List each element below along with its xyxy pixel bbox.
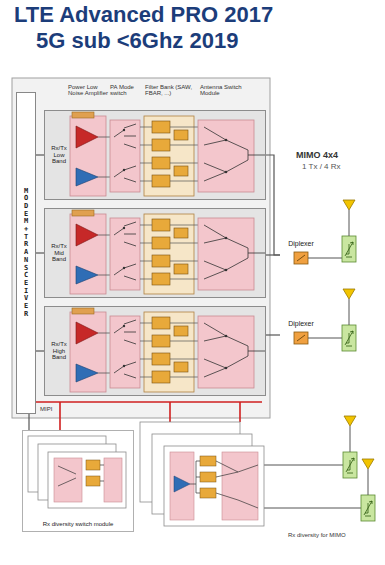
- connector-line: [36, 252, 44, 253]
- connector-line: [266, 254, 280, 255]
- subtitle-heading: 5G sub <6Ghz 2019: [36, 28, 366, 54]
- diversity-label: Rx diversity for MIMO: [288, 532, 378, 538]
- node-label: Rx/Tx Low Band: [48, 145, 70, 166]
- column-header: Antenna Switch Module: [200, 84, 254, 96]
- band-module-drawing: [44, 110, 266, 396]
- band-module: Rx/Tx Mid Band: [44, 208, 266, 298]
- modem-bar: MODEM + TRANSCEIVER: [16, 92, 36, 414]
- node-label: Diplexer: [288, 320, 314, 328]
- diplexer-box: Diplexer: [280, 320, 322, 350]
- column-header: Filter Bank (SAW, FBAR, ...): [145, 84, 195, 96]
- column-header: PA Mode switch: [110, 84, 142, 96]
- antenna-symbol: [343, 200, 374, 495]
- vertical-label: MODEM + TRANSCEIVER: [23, 188, 30, 319]
- connector-line: [36, 154, 44, 155]
- connector-line: [266, 155, 280, 255]
- column-header: Power Low Noise Amplifier: [68, 84, 108, 96]
- antenna-tuner: [342, 236, 375, 521]
- front-end-frame: [12, 78, 270, 418]
- band-module: Rx/Tx Low Band: [44, 110, 266, 200]
- node-label: Rx/Tx Mid Band: [48, 243, 70, 264]
- diplexer-box: Diplexer: [280, 240, 322, 270]
- title-heading: LTE Advanced PRO 2017: [14, 2, 374, 28]
- connector-line: [36, 350, 44, 351]
- diplexer-symbol: [294, 252, 308, 344]
- mimo-note: 1 Tx / 4 Rx: [302, 162, 378, 171]
- antenna-wiring: [264, 258, 361, 508]
- connector-line: [266, 334, 280, 335]
- mimo-label: MIMO 4x4: [296, 150, 376, 160]
- bus-label: MIPI: [40, 406, 70, 412]
- connector-line: [28, 414, 29, 430]
- node-label: Diplexer: [288, 240, 314, 248]
- node-label: Rx diversity switch module: [28, 521, 128, 528]
- diversity-module-stack: [28, 422, 264, 526]
- band-module: Rx/Tx High Band: [44, 306, 266, 396]
- node-label: Rx/Tx High Band: [48, 341, 70, 362]
- diversity-module: Rx diversity switch module: [22, 430, 134, 532]
